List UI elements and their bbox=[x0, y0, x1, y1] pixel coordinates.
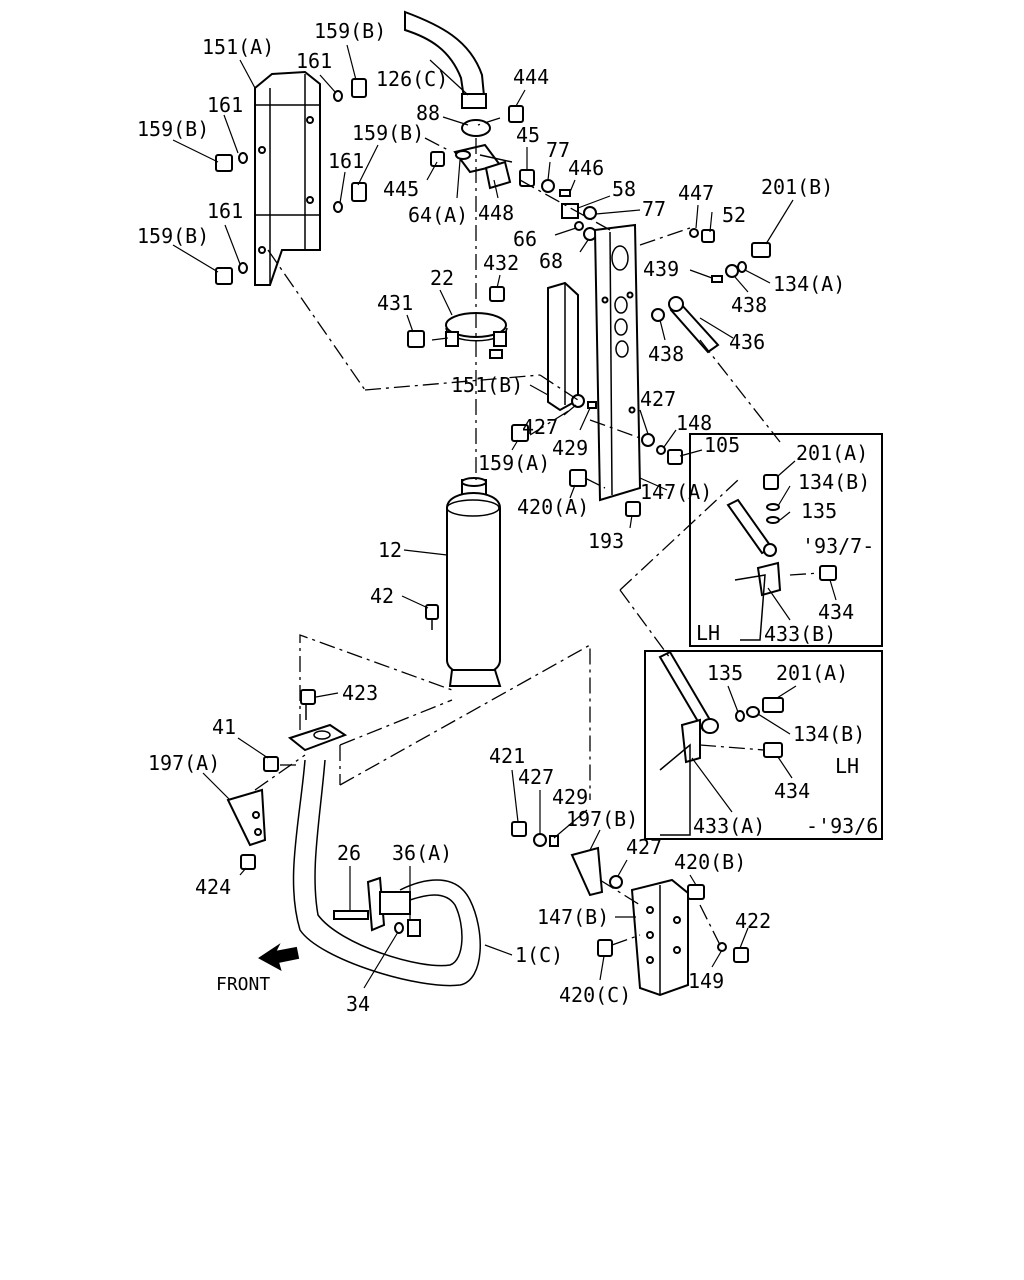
label-432: 432 bbox=[483, 251, 519, 275]
label-201a: 201(A) bbox=[776, 661, 848, 685]
label-34: 34 bbox=[346, 992, 370, 1016]
label-197a: 197(A) bbox=[148, 751, 220, 775]
label-45: 45 bbox=[516, 123, 540, 147]
label-193: 193 bbox=[588, 529, 624, 553]
label-427: 427 bbox=[640, 387, 676, 411]
inset-box-up-to-1993-06 bbox=[644, 650, 883, 840]
clamp-22 bbox=[407, 286, 508, 359]
label-151b: 151(B) bbox=[451, 373, 523, 397]
label-446: 446 bbox=[568, 156, 604, 180]
label-lh: LH bbox=[835, 754, 859, 778]
label-161: 161 bbox=[207, 199, 243, 223]
label-423: 423 bbox=[342, 681, 378, 705]
label-149: 149 bbox=[688, 969, 724, 993]
label-77: 77 bbox=[642, 197, 666, 221]
label-438: 438 bbox=[731, 293, 767, 317]
label-420a: 420(A) bbox=[517, 495, 589, 519]
label-159b: 159(B) bbox=[137, 224, 209, 248]
label-159b: 159(B) bbox=[314, 19, 386, 43]
label-22: 22 bbox=[430, 266, 454, 290]
label-lh: LH bbox=[696, 621, 720, 645]
exhaust-pipe-1c bbox=[292, 759, 481, 987]
label-434: 434 bbox=[818, 600, 854, 624]
label-429: 429 bbox=[552, 785, 588, 809]
label-436: 436 bbox=[729, 330, 765, 354]
label-68: 68 bbox=[539, 249, 563, 273]
label-161: 161 bbox=[296, 49, 332, 73]
bracket-147b bbox=[511, 821, 749, 997]
label-134b: 134(B) bbox=[798, 470, 870, 494]
label-427: 427 bbox=[522, 415, 558, 439]
label-77: 77 bbox=[546, 138, 570, 162]
label-159a: 159(A) bbox=[478, 451, 550, 475]
label-159b: 159(B) bbox=[137, 117, 209, 141]
front-direction-arrow bbox=[258, 943, 300, 972]
bracket-197a bbox=[226, 689, 348, 870]
label-147b: 147(B) bbox=[537, 905, 609, 929]
label-151a: 151(A) bbox=[202, 35, 274, 59]
label-448: 448 bbox=[478, 201, 514, 225]
label-front: FRONT bbox=[216, 974, 270, 995]
label-433a: 433(A) bbox=[693, 814, 765, 838]
label-135: 135 bbox=[707, 661, 743, 685]
label-12: 12 bbox=[378, 538, 402, 562]
mounting-bracket-long bbox=[593, 223, 642, 502]
label-447: 447 bbox=[678, 181, 714, 205]
label-41: 41 bbox=[212, 715, 236, 739]
bolt-159b-group bbox=[215, 78, 367, 285]
label-58: 58 bbox=[612, 177, 636, 201]
label-434: 434 bbox=[774, 779, 810, 803]
label-161: 161 bbox=[328, 149, 364, 173]
label-424: 424 bbox=[195, 875, 231, 899]
leader-lines bbox=[172, 44, 837, 989]
label-201b: 201(B) bbox=[761, 175, 833, 199]
label-201a: 201(A) bbox=[796, 441, 868, 465]
label-134b: 134(B) bbox=[793, 722, 865, 746]
label-438: 438 bbox=[648, 342, 684, 366]
label-148: 148 bbox=[676, 411, 712, 435]
label-52: 52 bbox=[722, 203, 746, 227]
label-88: 88 bbox=[416, 101, 440, 125]
label-429: 429 bbox=[552, 436, 588, 460]
label-date-up-to-1993-06: -'93/6 bbox=[806, 814, 878, 838]
label-66: 66 bbox=[513, 227, 537, 251]
label-197b: 197(B) bbox=[566, 807, 638, 831]
label-427: 427 bbox=[626, 835, 662, 859]
heat-shield-151a bbox=[254, 70, 321, 286]
label-126c: 126(C) bbox=[376, 67, 448, 91]
part-labels: 151(A) 159(B) 161 126(C) 444 161 159(B) … bbox=[137, 19, 878, 1016]
inset-box-1993-07-on bbox=[689, 433, 883, 647]
fastener-group-427 bbox=[511, 394, 683, 517]
label-42: 42 bbox=[370, 584, 394, 608]
stay-rod-436 bbox=[651, 228, 771, 354]
label-427: 427 bbox=[518, 765, 554, 789]
label-36a: 36(A) bbox=[392, 841, 452, 865]
label-105: 105 bbox=[704, 433, 740, 457]
label-161: 161 bbox=[207, 93, 243, 117]
label-439: 439 bbox=[643, 257, 679, 281]
assembly-lines bbox=[254, 117, 821, 946]
bracket-64a bbox=[430, 143, 513, 190]
label-1c: 1(C) bbox=[515, 943, 563, 967]
muffler-12 bbox=[425, 477, 502, 687]
label-64a: 64(A) bbox=[408, 203, 468, 227]
label-420c: 420(C) bbox=[559, 983, 631, 1007]
label-420b: 420(B) bbox=[674, 850, 746, 874]
label-26: 26 bbox=[337, 841, 361, 865]
label-421: 421 bbox=[489, 744, 525, 768]
label-159b: 159(B) bbox=[352, 121, 424, 145]
tail-pipe-126c bbox=[404, 10, 524, 137]
heat-shield-151b bbox=[547, 281, 579, 412]
label-444: 444 bbox=[513, 65, 549, 89]
label-date-1993-07-on: '93/7- bbox=[802, 534, 874, 558]
label-147a: 147(A) bbox=[640, 480, 712, 504]
label-445: 445 bbox=[383, 177, 419, 201]
label-433b: 433(B) bbox=[764, 622, 836, 646]
label-422: 422 bbox=[735, 909, 771, 933]
label-134a: 134(A) bbox=[773, 272, 845, 296]
label-135: 135 bbox=[801, 499, 837, 523]
label-431: 431 bbox=[377, 291, 413, 315]
